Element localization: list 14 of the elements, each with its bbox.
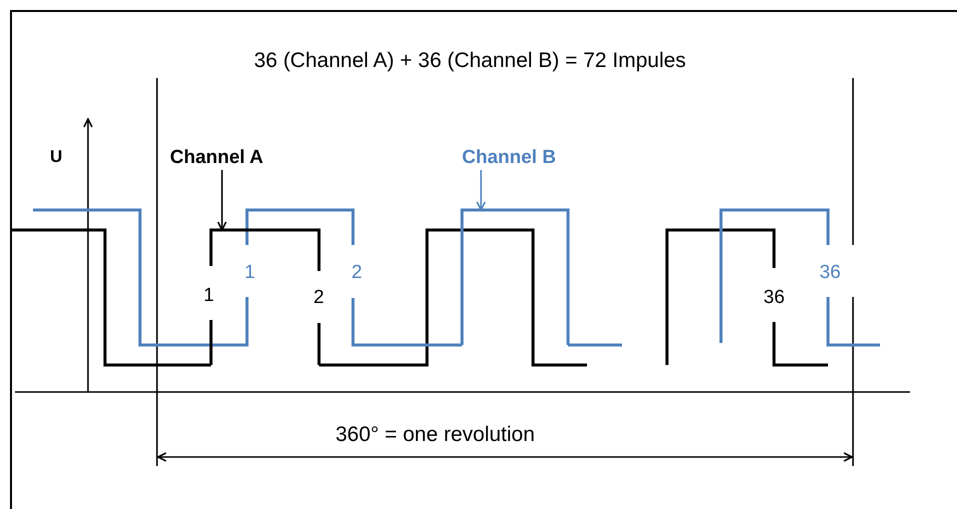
channel-label: Channel A	[170, 148, 264, 167]
arrow	[476, 170, 486, 211]
pulse-number: 36	[820, 263, 841, 282]
dimension-label: 360° = one revolution	[336, 424, 535, 445]
title: 36 (Channel A) + 36 (Channel B) = 72 Impules	[254, 50, 686, 71]
pulse-number: 1	[204, 286, 214, 305]
pulse-number: 1	[244, 263, 256, 282]
channel-label: Channel B	[462, 148, 556, 167]
pulse-number: 2	[314, 288, 324, 307]
signal-pulse	[460, 208, 570, 345]
pulse-number: 2	[352, 263, 362, 282]
axis-label: U	[50, 148, 62, 165]
pulse-number: 36	[764, 288, 785, 307]
arrow	[217, 170, 227, 231]
